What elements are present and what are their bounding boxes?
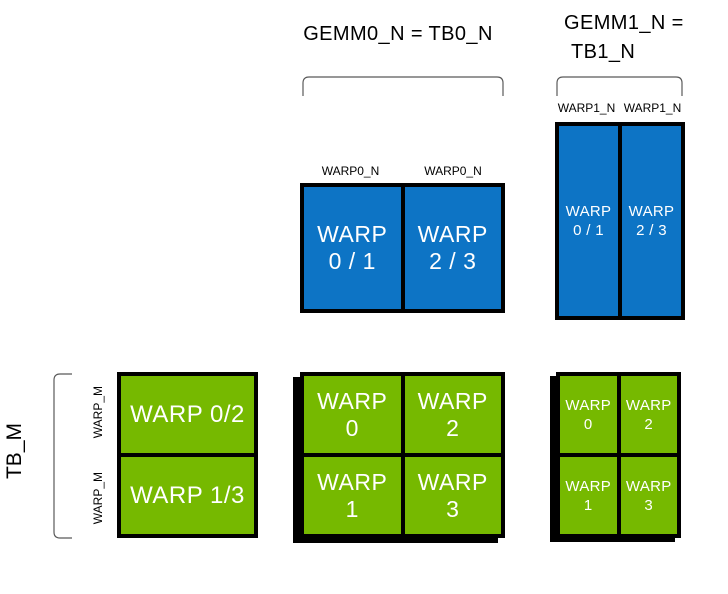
accum0-warp-cell-1: WARP 1 [304, 457, 401, 534]
tb-m-label-wrap: TB_M [1, 419, 29, 483]
cell-line1: WARP [565, 396, 612, 414]
cell-line2: 0 [583, 415, 593, 433]
cell-line2: 3 [446, 495, 460, 522]
accum0-warp-cell-0: WARP 0 [304, 376, 401, 453]
cell-line1: WARP [625, 477, 672, 495]
gemm0-warp-cell-01: WARP 0 / 1 [304, 187, 401, 309]
gemm0-warp-block: WARP 0 / 1 WARP 2 / 3 [300, 183, 505, 313]
cell-line1: WARP [317, 221, 388, 247]
cell-line1: WARP [628, 203, 675, 220]
gemm1-title-line2: TB1_N [571, 41, 636, 63]
cell-line2: 2 / 3 [429, 248, 477, 274]
cell-text: WARP 1/3 [130, 481, 245, 509]
cell-line1: WARP [417, 387, 488, 414]
tb-warp-cell-13: WARP 1/3 [121, 457, 254, 534]
warp-m-label: WARP_M [91, 471, 105, 525]
cell-line2: 2 [644, 415, 654, 433]
cell-line1: WARP [317, 387, 388, 414]
accum1-warp-cell-2: WARP 2 [620, 376, 677, 453]
cell-line1: WARP [565, 203, 612, 220]
gemm0-title: GEMM0_N = TB0_N [303, 23, 493, 45]
gemm1-warp-cell-23: WARP 2 / 3 [622, 126, 681, 316]
cell-line1: WARP [417, 221, 488, 247]
cell-line1: WARP [417, 468, 488, 495]
tb-m-bracket-path [53, 373, 72, 539]
gemm1-warp-cell-01: WARP 0 / 1 [559, 126, 618, 316]
accum0-warp-block: WARP 0 WARP 2 WARP 1 WARP 3 [300, 372, 505, 538]
tb-warp-cell-02: WARP 0/2 [121, 376, 254, 453]
gemm1-bracket [556, 76, 683, 96]
accum1-warp-cell-0: WARP 0 [560, 376, 617, 453]
warp0-n-label-0: WARP0_N [321, 164, 380, 178]
gemm1-bracket-path [556, 76, 683, 96]
gemm1-title-line1: GEMM1_N = [564, 12, 684, 34]
accum0-warp-cell-2: WARP 2 [404, 376, 501, 453]
tb-m-label: TB_M [3, 422, 26, 479]
warp0-n-label-1: WARP0_N [424, 164, 482, 178]
warp-m-label-1-wrap: WARP_M [89, 466, 107, 530]
cell-text: WARP 0/2 [130, 400, 245, 428]
warp1-n-label-0: WARP1_N [557, 101, 616, 115]
tb-m-bracket [53, 373, 72, 539]
cell-line2: 1 [345, 495, 359, 522]
cell-line2: 2 [446, 414, 460, 441]
gemm0-warp-cell-23: WARP 2 / 3 [404, 187, 501, 309]
cell-line1: WARP [625, 396, 672, 414]
warp1-n-label-1: WARP1_N [623, 101, 682, 115]
cell-line1: WARP [317, 468, 388, 495]
tb-warp-block: WARP 0/2 WARP 1/3 [117, 372, 258, 538]
accum0-warp-cell-3: WARP 3 [404, 457, 501, 534]
cell-line2: 0 [345, 414, 359, 441]
cell-line2: 2 / 3 [636, 222, 667, 239]
cell-line2: 0 / 1 [573, 222, 604, 239]
accum1-warp-cell-3: WARP 3 [620, 457, 677, 534]
accum1-warp-block: WARP 0 WARP 2 WARP 1 WARP 3 [556, 372, 681, 538]
gemm1-title: GEMM1_N = TB1_N [564, 9, 684, 67]
warp-m-label: WARP_M [91, 385, 105, 439]
gemm1-warp-block: WARP 0 / 1 WARP 2 / 3 [555, 122, 685, 320]
warp-m-label-0-wrap: WARP_M [89, 380, 107, 444]
cell-line2: 3 [644, 496, 654, 514]
gemm0-bracket-path [302, 76, 504, 96]
cell-line1: WARP [565, 477, 612, 495]
cell-line2: 0 / 1 [328, 248, 376, 274]
cell-line2: 1 [583, 496, 593, 514]
accum1-warp-cell-1: WARP 1 [560, 457, 617, 534]
gemm0-bracket [302, 76, 504, 96]
